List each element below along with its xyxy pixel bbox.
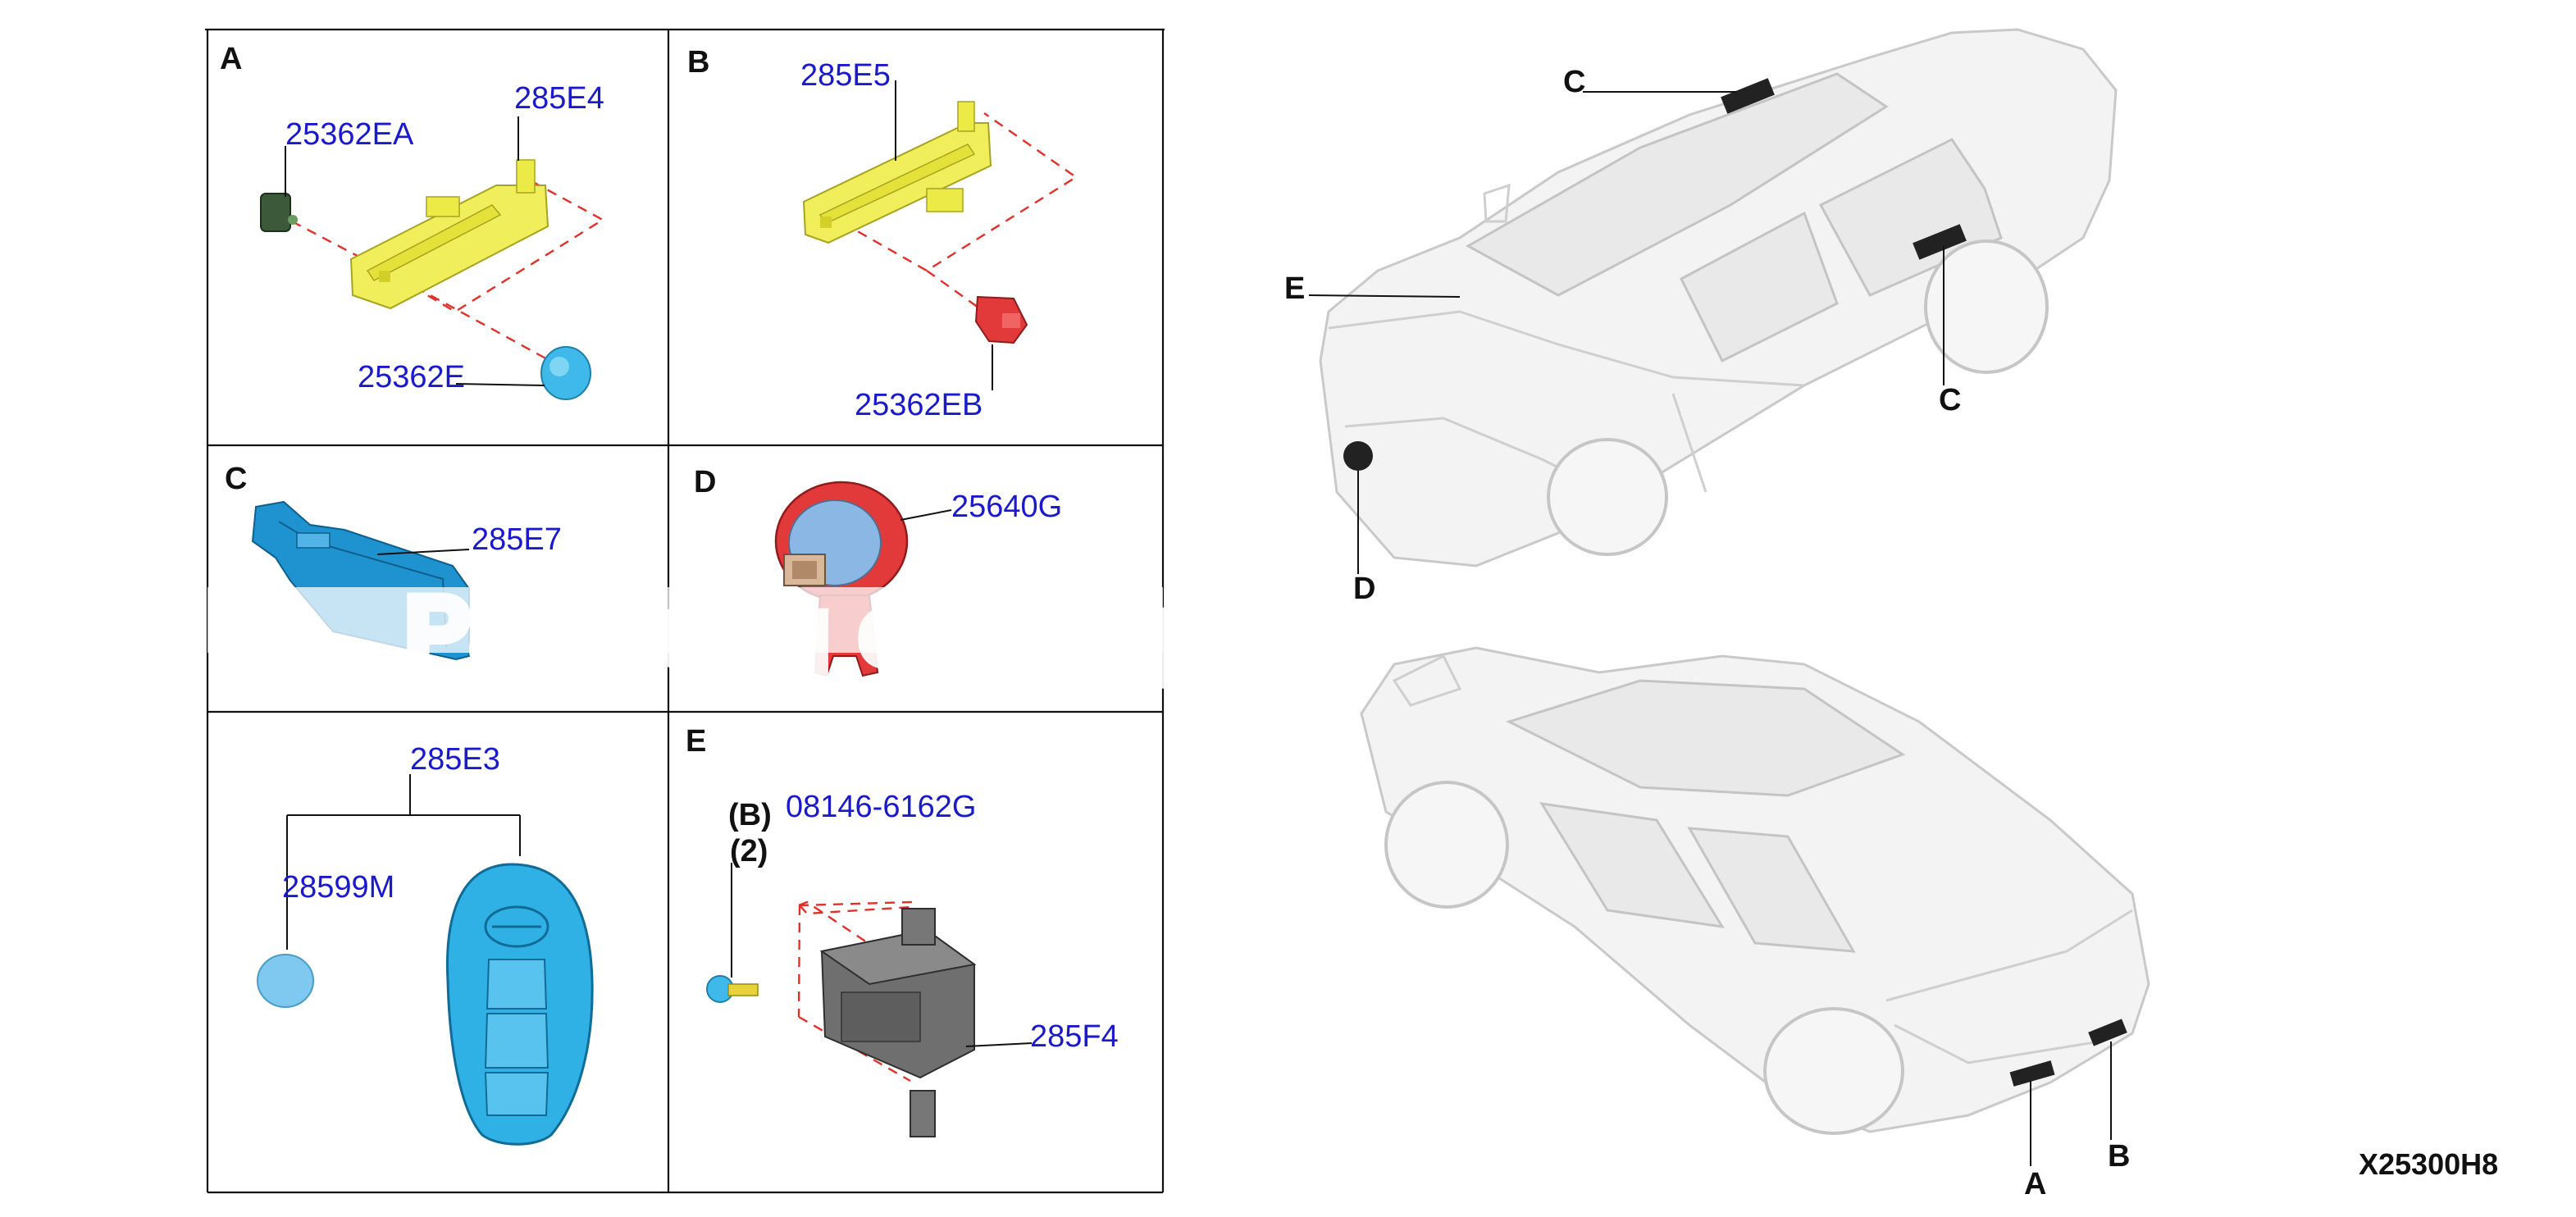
part-number-08146-6162g: 08146-6162G xyxy=(786,790,976,824)
part-number-285f4: 285F4 xyxy=(1030,1019,1119,1054)
yellow-module-285e5 xyxy=(802,101,992,244)
panel-b-label: B xyxy=(687,45,709,80)
yellow-module-285e4 xyxy=(349,159,549,310)
c-location-roof xyxy=(1721,78,1775,114)
c-location-door xyxy=(1913,224,1967,260)
part-number-25362eb: 25362EB xyxy=(855,388,983,422)
car-front-view: C C E D xyxy=(1284,28,2118,606)
diagram-id: X25300H8 xyxy=(2359,1147,2498,1181)
part-number-285e7: 285E7 xyxy=(472,522,562,557)
callout-b: B xyxy=(2108,1139,2130,1174)
part-number-285e5: 285E5 xyxy=(800,58,891,93)
gray-control-unit-285f4 xyxy=(819,908,977,1137)
bolt-qualifier-qty: (2) xyxy=(730,834,768,868)
panel-b: B 285E5 25362EB xyxy=(687,45,1078,422)
callout-e: E xyxy=(1284,271,1305,306)
cyan-ring-25362e xyxy=(540,346,591,400)
panel-a-label: A xyxy=(220,42,242,76)
part-number-25362ea: 25362EA xyxy=(285,117,414,152)
callout-d: D xyxy=(1353,572,1375,606)
panel-e-label: E xyxy=(686,724,706,759)
panel-a: A 25362EA 285E4 25362E xyxy=(220,42,605,400)
bolt-08146-6162g xyxy=(706,975,759,1003)
part-number-25362e: 25362E xyxy=(358,360,465,394)
callout-c-roof: C xyxy=(1563,65,1585,99)
red-clip-25362eb xyxy=(974,295,1028,344)
bolt-qualifier-b: (B) xyxy=(728,798,772,832)
car-rear-view: A B xyxy=(1360,646,2150,1201)
panel-key: 285E3 28599M xyxy=(257,742,594,1146)
d-location-horn xyxy=(1343,441,1373,471)
a-location-bumper xyxy=(2009,1060,2055,1087)
battery-28599m xyxy=(257,954,314,1008)
panel-c-label: C xyxy=(225,462,247,496)
b-location-bumper xyxy=(2088,1019,2127,1046)
watermark: Partsouq catalog xyxy=(404,576,1203,686)
part-number-28599m: 28599M xyxy=(282,870,394,905)
callout-a: A xyxy=(2024,1167,2046,1201)
green-clip-25362ea xyxy=(260,193,298,232)
panel-e: E (B) (2) 08146-6162G 285F4 xyxy=(686,724,1119,1137)
part-number-285e3: 285E3 xyxy=(410,742,500,777)
smart-key-fob-285e3 xyxy=(446,863,594,1146)
callout-c-door: C xyxy=(1939,383,1961,417)
part-number-25640g: 25640G xyxy=(951,490,1062,524)
panel-d-label: D xyxy=(694,465,716,499)
part-number-285e4: 285E4 xyxy=(514,81,604,116)
